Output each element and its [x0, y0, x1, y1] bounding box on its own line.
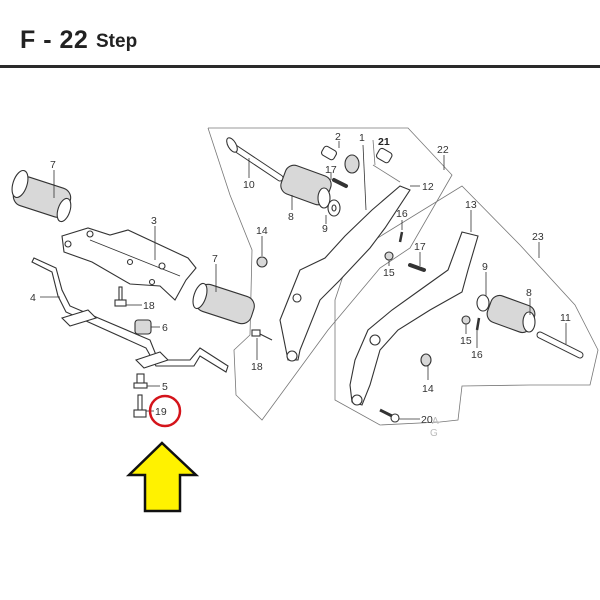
callout-5: 5 [162, 381, 168, 393]
callout-15-lower: 15 [460, 335, 472, 347]
step-holder-13 [349, 231, 479, 406]
callout-9-lower: 9 [482, 261, 488, 273]
rubber-bushing-1 [344, 154, 360, 174]
callout-9: 9 [322, 223, 328, 235]
washer-9-lower [476, 294, 490, 312]
callout-6: 6 [162, 322, 168, 334]
washer-15-upper [384, 251, 394, 261]
callout-21: 21 [378, 136, 390, 148]
footpeg-rubber-left [11, 169, 72, 223]
pin-11 [536, 331, 584, 359]
step-plate [61, 227, 197, 301]
section-title: Step [96, 31, 138, 52]
callout-14: 14 [256, 225, 268, 237]
callout-7-right: 7 [212, 253, 218, 265]
assembly-outline-22 [207, 127, 453, 421]
callout-18-right: 18 [251, 361, 263, 373]
nut-14-upper [256, 256, 268, 268]
bracket-21-line [372, 139, 376, 166]
callout-16: 16 [396, 208, 408, 220]
pin-17-upper [332, 178, 348, 188]
footpeg-rubber-right [192, 282, 255, 325]
callout-10: 10 [243, 179, 255, 191]
bolt-20 [379, 408, 400, 423]
washer-15-lower [461, 315, 471, 325]
callout-23: 23 [532, 231, 544, 243]
watermark-text-2: G [430, 428, 438, 439]
step-bar [31, 257, 229, 373]
callout-20: 20 [421, 414, 433, 426]
callout-16-lower: 16 [471, 349, 483, 361]
pin-17-lower [408, 263, 426, 272]
callout-2: 2 [335, 131, 341, 143]
pin-16-upper [398, 231, 404, 243]
footpeg-rubber-8 [280, 164, 332, 209]
collar [133, 373, 148, 389]
callout-8: 8 [288, 211, 294, 223]
callout-1: 1 [359, 132, 365, 144]
callout-19: 19 [155, 406, 167, 418]
bolt-18-left [114, 286, 127, 307]
highlight-circle [148, 394, 182, 428]
callout-22: 22 [437, 144, 449, 156]
pin-16-lower [475, 317, 481, 331]
callout-14-lower: 14 [422, 383, 434, 395]
step-holder-12 [279, 185, 411, 362]
section-code: F - 22 [20, 26, 89, 54]
rubber-mount [134, 319, 152, 335]
callout-3: 3 [151, 215, 157, 227]
nut-14-lower [420, 353, 432, 367]
washer-9 [327, 199, 341, 217]
collar-21 [375, 147, 393, 164]
callout-15: 15 [383, 267, 395, 279]
callout-12: 12 [422, 181, 434, 193]
bushing-2 [320, 145, 338, 161]
pin-10 [226, 137, 284, 182]
callout-11: 11 [560, 312, 571, 324]
callout-13: 13 [465, 199, 477, 211]
footpeg-rubber-8-lower [486, 294, 536, 334]
yellow-arrow-icon [125, 441, 200, 513]
callout-8-lower: 8 [526, 287, 532, 299]
assembly-outline-23 [334, 185, 599, 426]
page-header: F - 22 Step [0, 0, 600, 68]
callout-7: 7 [50, 159, 56, 171]
callout-18: 18 [143, 300, 155, 312]
bracket-21-line-2 [372, 164, 401, 183]
header-divider [0, 65, 600, 68]
bolt-18-right [251, 329, 273, 341]
callout-17: 17 [325, 164, 337, 176]
callout-17-lower: 17 [414, 241, 426, 253]
watermark-text-1: A [432, 416, 439, 427]
callout-4: 4 [30, 292, 36, 304]
bolt-19 [133, 394, 147, 418]
